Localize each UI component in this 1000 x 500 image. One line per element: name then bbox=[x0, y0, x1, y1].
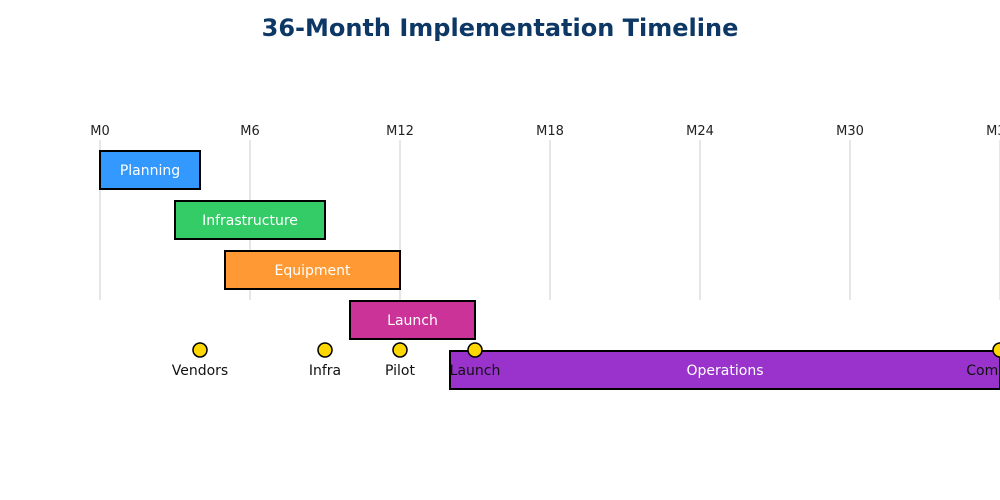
phase-bar-label: Operations bbox=[687, 363, 764, 379]
x-tick-label: M18 bbox=[536, 124, 564, 139]
phase-bar-label: Planning bbox=[120, 163, 180, 179]
milestone-pilot: Pilot bbox=[385, 342, 415, 379]
milestone-layer: Vendors Infra Pilot Launch Complete bbox=[172, 342, 1000, 379]
phase-bar-rect bbox=[224, 250, 401, 290]
phase-bar-infrastructure: Infrastructure bbox=[174, 200, 326, 240]
x-tick-label: M6 bbox=[240, 124, 260, 139]
phase-bar-operations: Operations bbox=[449, 350, 1000, 390]
milestone-complete: Complete bbox=[966, 342, 1000, 379]
milestone-marker bbox=[992, 342, 1000, 358]
phase-bar-rect bbox=[449, 350, 1000, 390]
phase-bar-rect bbox=[349, 300, 476, 340]
phase-bar-equipment: Equipment bbox=[224, 250, 401, 290]
milestone-marker bbox=[392, 342, 408, 358]
phase-bar-label: Infrastructure bbox=[202, 213, 298, 229]
tick-label-layer: M0 M6 M12 M18 M24 M30 M36 bbox=[90, 124, 1000, 139]
phase-bar-rect bbox=[99, 150, 201, 190]
milestone-label: Vendors bbox=[172, 363, 228, 379]
phase-bar-label: Equipment bbox=[275, 263, 352, 279]
phase-bar-planning: Planning bbox=[99, 150, 201, 190]
phase-bar-label: Launch bbox=[387, 313, 438, 329]
milestone-label: Infra bbox=[309, 363, 341, 379]
milestone-marker bbox=[467, 342, 483, 358]
phase-bar-launch: Launch bbox=[349, 300, 476, 340]
chart-title: 36-Month Implementation Timeline bbox=[261, 14, 739, 42]
milestone-label: Complete bbox=[966, 363, 1000, 379]
x-tick-label: M36 bbox=[986, 124, 1000, 139]
milestone-label: Launch bbox=[450, 363, 501, 379]
x-tick-label: M30 bbox=[836, 124, 864, 139]
x-tick-label: M24 bbox=[686, 124, 714, 139]
x-tick-label: M0 bbox=[90, 124, 110, 139]
milestone-label: Pilot bbox=[385, 363, 415, 379]
milestone-launch: Launch bbox=[450, 342, 501, 379]
x-tick-label: M12 bbox=[386, 124, 414, 139]
milestone-marker bbox=[192, 342, 208, 358]
milestone-marker bbox=[317, 342, 333, 358]
phase-bar-layer: PlanningInfrastructureEquipmentLaunchOpe… bbox=[99, 150, 1000, 390]
phase-bar-rect bbox=[174, 200, 326, 240]
milestone-infra: Infra bbox=[309, 342, 341, 379]
milestone-vendors: Vendors bbox=[172, 342, 228, 379]
